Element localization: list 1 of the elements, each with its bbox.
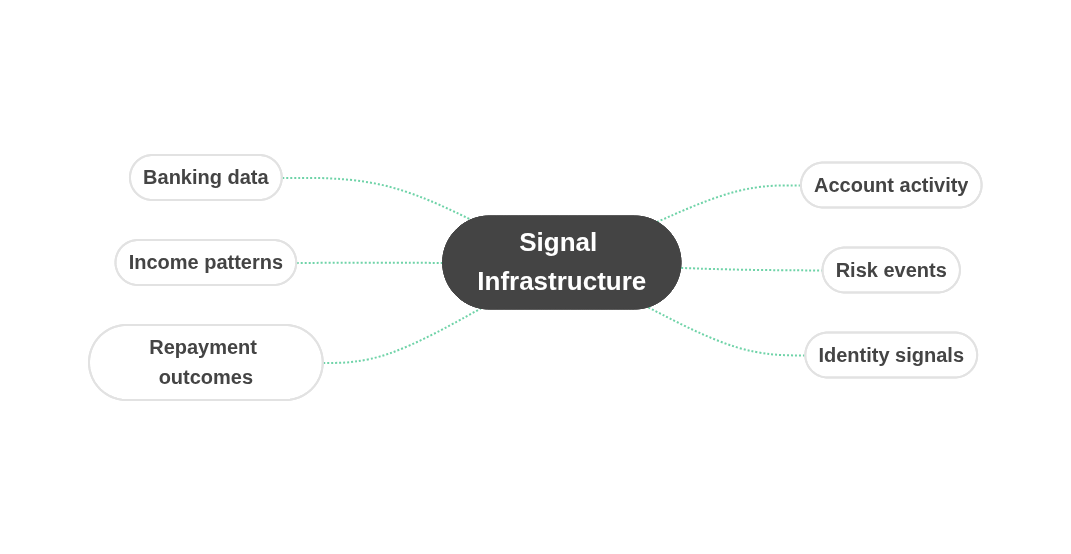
connector	[322, 307, 482, 364]
